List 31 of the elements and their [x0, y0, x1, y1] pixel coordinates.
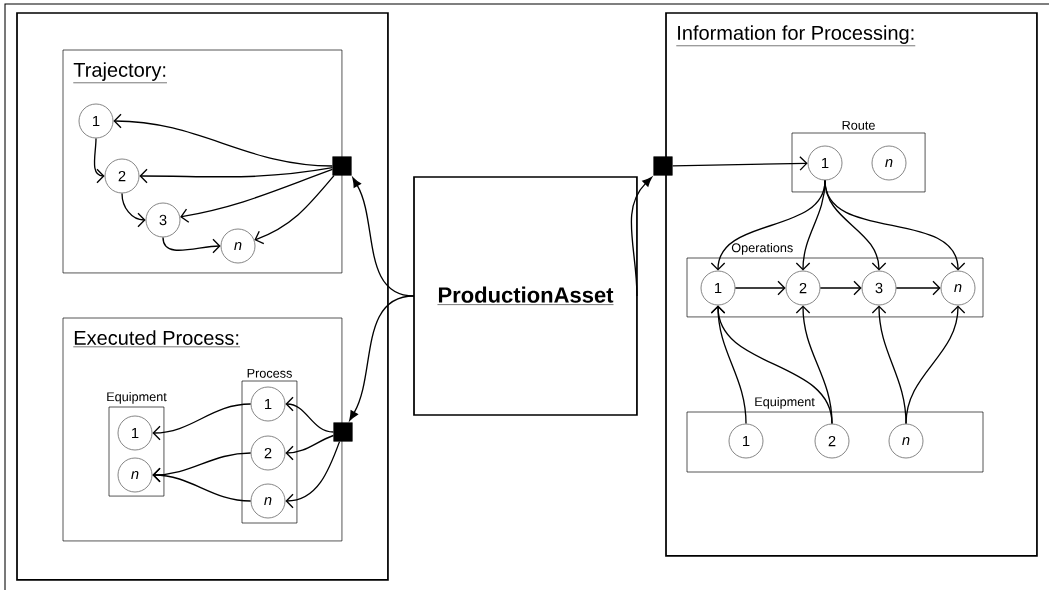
- arrow: [349, 295, 415, 421]
- arrow: [285, 440, 341, 509]
- arrow: [734, 280, 786, 296]
- node-label: Operations: [731, 242, 793, 255]
- port-square: [333, 422, 353, 442]
- arrow: [285, 434, 335, 461]
- node-label: Route: [842, 120, 875, 130]
- arrow: [254, 174, 335, 245]
- panel-box: [16, 12, 389, 581]
- arrow: [93, 137, 105, 184]
- arrow: [671, 156, 808, 171]
- arrow: [630, 176, 653, 297]
- node-label: Process: [247, 368, 292, 378]
- arrow: [895, 280, 941, 296]
- node-label: Equipment: [755, 396, 815, 409]
- asset-box: ProductionAsset: [413, 176, 638, 416]
- port-square: [653, 156, 673, 176]
- arrow: [152, 467, 252, 502]
- arrow: [824, 179, 966, 271]
- arrow: [139, 167, 334, 184]
- arrow: [113, 113, 334, 167]
- arrow: [180, 168, 334, 223]
- arrow: [285, 396, 335, 433]
- arrow: [819, 280, 862, 296]
- arrow: [795, 305, 833, 425]
- arrow: [162, 236, 221, 254]
- node-label: Equipment: [107, 391, 167, 404]
- arrow: [121, 192, 146, 228]
- arrow: [905, 305, 966, 425]
- port-square: [332, 156, 352, 176]
- arrow: [152, 403, 252, 441]
